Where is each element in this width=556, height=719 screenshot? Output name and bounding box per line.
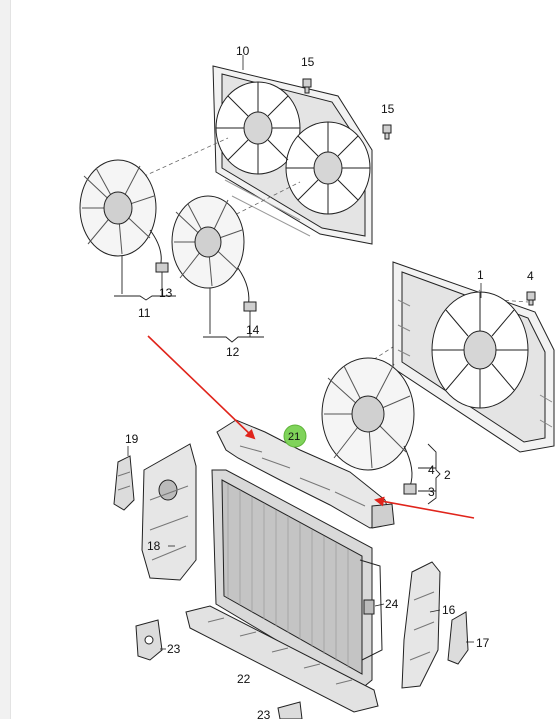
red-arrow-right <box>374 496 475 519</box>
callout-24: 24 <box>385 597 399 611</box>
callout-17: 17 <box>476 636 490 650</box>
callout-15-lower: 15 <box>381 102 395 116</box>
callout-13: 13 <box>159 286 173 300</box>
red-arrows <box>147 335 475 519</box>
bracket-12 <box>203 288 264 343</box>
bracket-17 <box>447 611 469 665</box>
callout-4-fan: 4 <box>428 463 435 477</box>
air-guide-18 <box>141 443 197 581</box>
bolt-15-upper <box>302 78 312 94</box>
fan-motor-11 <box>79 159 169 273</box>
fan-motor-12 <box>171 195 257 312</box>
callout-21: 21 <box>288 431 300 443</box>
callout-22: 22 <box>237 672 251 686</box>
bolt-4 <box>526 291 536 306</box>
bracket-23-lower <box>277 701 303 719</box>
bracket-19 <box>113 455 135 511</box>
callout-labels: 10 15 15 13 11 14 12 1 4 4 2 3 19 21 18 … <box>125 44 534 719</box>
bracket-23-upper <box>135 619 163 661</box>
fan-shroud-single <box>392 261 555 453</box>
callout-4-bolt: 4 <box>527 269 534 283</box>
callout-11: 11 <box>138 306 151 320</box>
callout-12: 12 <box>226 345 240 359</box>
fan-shroud-double <box>212 65 373 245</box>
callout-2: 2 <box>444 468 451 482</box>
callout-23-upper: 23 <box>167 642 181 656</box>
callout-19: 19 <box>125 432 139 446</box>
callout-14: 14 <box>246 323 260 337</box>
callout-23-lower: 23 <box>257 708 271 719</box>
callout-15-upper: 15 <box>301 55 315 69</box>
callout-3: 3 <box>428 485 435 499</box>
bracket-11 <box>114 256 176 301</box>
page-left-margin <box>0 0 11 719</box>
lower-duct-22 <box>185 605 379 713</box>
air-guide-16 <box>401 561 441 689</box>
radiator-24 <box>211 469 383 691</box>
callout-18: 18 <box>147 539 161 553</box>
fan-motor-3 <box>321 357 417 495</box>
callout-16: 16 <box>442 603 456 617</box>
highlight-marker-21 <box>283 424 307 448</box>
callout-leaders <box>127 55 482 650</box>
red-arrow-left <box>147 335 256 440</box>
bracket-2 <box>418 443 441 505</box>
callout-10: 10 <box>236 44 250 58</box>
air-duct-21 <box>216 419 395 529</box>
callout-1: 1 <box>477 268 484 282</box>
bolt-15-lower <box>382 124 392 140</box>
